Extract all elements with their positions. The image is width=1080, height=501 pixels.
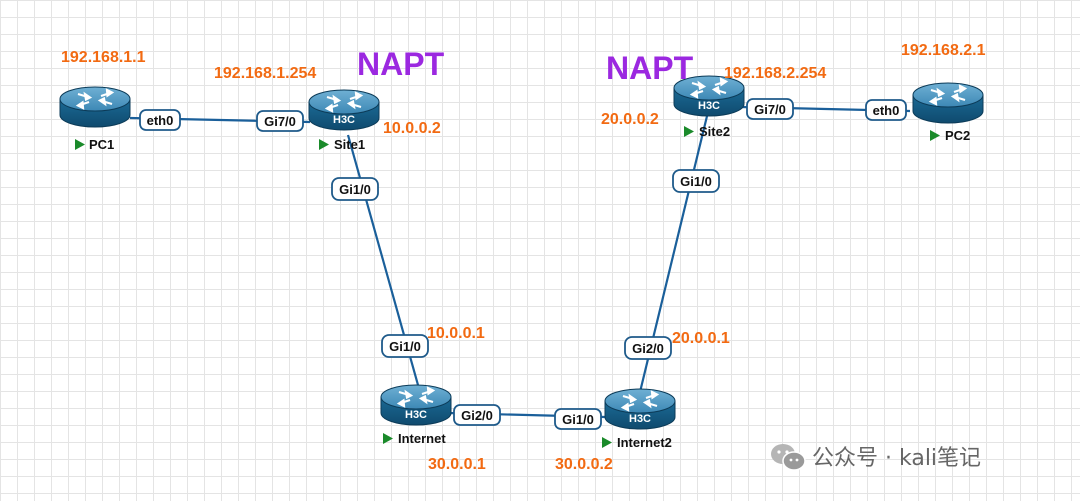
port-site2-gi7-0[interactable]: Gi7/0: [746, 98, 794, 120]
ip-site2-wan: 20.0.0.2: [601, 111, 659, 128]
svg-text:Gi2/0: Gi2/0: [461, 408, 493, 423]
ip-internet2-link: 30.0.0.2: [555, 456, 613, 473]
site1-status-icon: [319, 139, 329, 150]
port-site2-gi1-0[interactable]: Gi1/0: [672, 169, 720, 193]
watermark-text: 公众号 · kali笔记: [812, 446, 981, 471]
internet-label: Internet: [398, 431, 446, 446]
ip-site1-lan: 192.168.1.254: [214, 65, 316, 82]
ip-site1-wan: 10.0.0.2: [383, 120, 441, 137]
internet-status-icon: [383, 433, 393, 444]
internet-brand: H3C: [405, 409, 427, 421]
port-site1-gi7-0[interactable]: Gi7/0: [256, 110, 304, 132]
port-internet-gi1-0[interactable]: Gi1/0: [381, 334, 429, 358]
svg-text:eth0: eth0: [873, 103, 900, 118]
svg-text:Gi1/0: Gi1/0: [339, 182, 371, 197]
site2-status-icon: [684, 126, 694, 137]
router-site2[interactable]: H3C: [672, 74, 746, 118]
router-site1[interactable]: H3C: [307, 88, 381, 132]
svg-text:eth0: eth0: [147, 113, 174, 128]
internet2-brand: H3C: [629, 413, 651, 425]
wechat-icon: [771, 444, 806, 471]
ip-internet-link: 30.0.0.1: [428, 456, 486, 473]
port-site1-gi1-0[interactable]: Gi1/0: [331, 177, 379, 201]
napt-label-left: NAPT: [357, 46, 445, 82]
ip-site2-lan: 192.168.2.254: [724, 65, 826, 82]
internet2-status-icon: [602, 437, 612, 448]
svg-text:Gi1/0: Gi1/0: [680, 174, 712, 189]
svg-text:Gi7/0: Gi7/0: [264, 114, 296, 129]
port-internet2-gi2-0[interactable]: Gi2/0: [624, 336, 672, 360]
napt-label-right: NAPT: [606, 50, 694, 86]
port-internet2-gi1-0[interactable]: Gi1/0: [554, 408, 602, 430]
ip-pc1: 192.168.1.1: [61, 49, 146, 66]
svg-text:Gi2/0: Gi2/0: [632, 341, 664, 356]
site1-label: Site1: [334, 137, 365, 152]
svg-text:Gi7/0: Gi7/0: [754, 102, 786, 117]
ip-internet-site1: 10.0.0.1: [427, 325, 485, 342]
port-pc1-eth0[interactable]: eth0: [139, 109, 181, 131]
router-internet2[interactable]: H3C: [603, 387, 677, 431]
pc1-status-icon: [75, 139, 85, 150]
internet2-label: Internet2: [617, 435, 672, 450]
pc2-label: PC2: [945, 128, 970, 143]
site2-label: Site2: [699, 124, 730, 139]
pc2-status-icon: [930, 130, 940, 141]
svg-text:Gi1/0: Gi1/0: [389, 339, 421, 354]
port-pc2-eth0[interactable]: eth0: [865, 99, 907, 121]
site1-brand: H3C: [333, 114, 355, 126]
ip-internet2-site2: 20.0.0.1: [672, 330, 730, 347]
router-pc1[interactable]: [58, 85, 132, 129]
router-pc2[interactable]: [911, 81, 985, 125]
ip-pc2: 192.168.2.1: [901, 42, 986, 59]
port-internet-gi2-0[interactable]: Gi2/0: [453, 404, 501, 426]
site2-brand: H3C: [698, 100, 720, 112]
svg-text:Gi1/0: Gi1/0: [562, 412, 594, 427]
pc1-label: PC1: [89, 137, 114, 152]
router-internet[interactable]: H3C: [379, 383, 453, 427]
